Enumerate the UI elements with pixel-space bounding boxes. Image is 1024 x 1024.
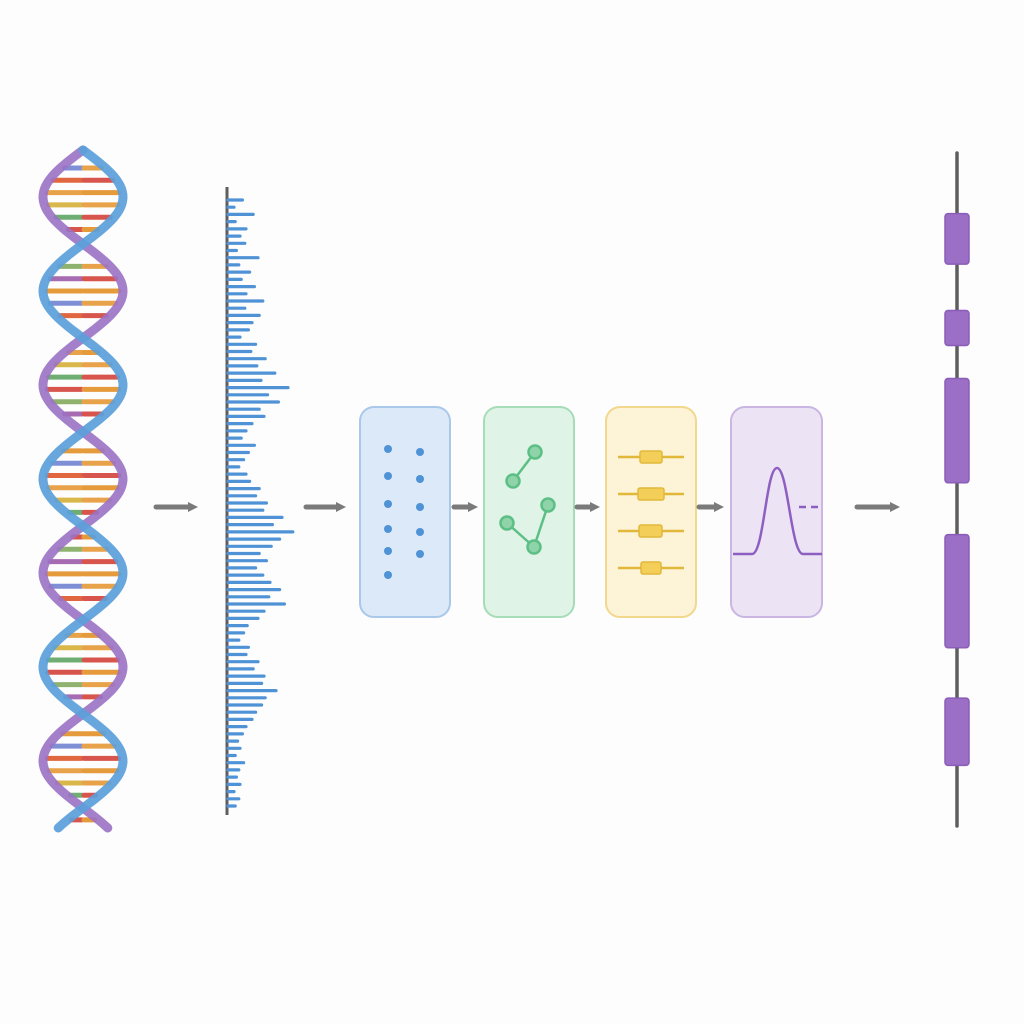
grid-dot — [384, 547, 392, 555]
track-segment — [944, 212, 970, 265]
stage-4-card — [730, 406, 823, 618]
segmented-track-icon — [944, 151, 970, 828]
grid-dot — [416, 448, 424, 456]
signal-spectrum-icon — [225, 187, 295, 815]
grid-dot — [416, 503, 424, 511]
grid-dot — [416, 475, 424, 483]
track-segment — [944, 533, 970, 649]
dna-strands — [38, 145, 128, 833]
track-segment — [944, 377, 970, 484]
grid-dot — [384, 525, 392, 533]
grid-dot — [384, 472, 392, 480]
peak-curve-icon — [733, 466, 822, 556]
track-segment — [944, 697, 970, 767]
connected-nodes-icon — [499, 444, 556, 555]
stage-3-card — [605, 406, 697, 618]
grid-dot — [384, 445, 392, 453]
dna-strand-blue — [38, 145, 128, 833]
grid-dot — [384, 571, 392, 579]
grid-dot — [416, 528, 424, 536]
stage-1-card — [359, 406, 451, 618]
grid-dot — [384, 500, 392, 508]
track-segments — [944, 212, 970, 767]
dna-double-helix-icon — [38, 145, 128, 833]
track-segment — [944, 309, 970, 347]
dna-base-pairs — [44, 165, 122, 823]
dot-grid-icon — [384, 445, 424, 579]
grid-dot — [416, 550, 424, 558]
signal-bars — [226, 198, 295, 808]
slider-bars-icon — [618, 450, 684, 575]
stage-2-card — [483, 406, 575, 618]
